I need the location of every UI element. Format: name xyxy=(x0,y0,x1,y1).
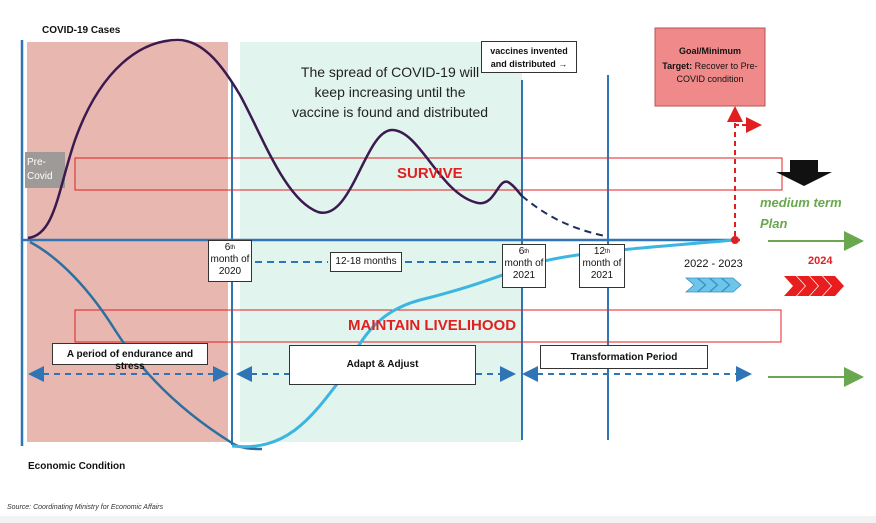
timeline-6th-2020-text: month of 2020 xyxy=(210,254,250,277)
phase-transformation: Transformation Period xyxy=(540,345,708,369)
timeline-6th-2021: 6th month of 2021 xyxy=(502,244,546,288)
vaccine-note: The spread of COVID-19 will keep increas… xyxy=(291,64,489,120)
timeline-12th-2021: 12th month of 2021 xyxy=(579,244,625,288)
covid-cases-projection xyxy=(521,195,606,237)
black-down-arrow xyxy=(776,160,832,186)
goal-point xyxy=(731,236,739,244)
y-axis-top-label: COVID-19 Cases xyxy=(42,25,121,36)
footer-strip xyxy=(0,516,876,523)
timeline-12th-2021-number: 12th xyxy=(593,246,611,257)
survive-label: SURVIVE xyxy=(397,165,463,182)
pre-covid-label: Pre-Covid xyxy=(27,157,53,182)
goal-target-bold: Target: xyxy=(662,61,693,71)
source-note: Source: Coordinating Ministry for Econom… xyxy=(7,504,164,511)
timeline-6th-2020: 6th month of 2020 xyxy=(208,240,252,282)
goal-box xyxy=(654,27,766,107)
goal-title: Goal/Minimum xyxy=(678,46,741,56)
timeline-6th-2021-number: 6th xyxy=(518,246,530,257)
medium-term-plan-label: medium term Plan xyxy=(760,195,842,231)
year-2022-2023: 2022 - 2023 xyxy=(684,258,743,270)
timeline-6th-2021-text: month of 2021 xyxy=(504,258,544,281)
maintain-label: MAINTAIN LIVELIHOOD xyxy=(348,317,517,334)
goal-target: Target: Recover to Pre-COVID condition xyxy=(660,60,760,86)
phase1-background xyxy=(27,42,228,442)
vaccines-box: vaccines invented and distributed → xyxy=(481,41,577,73)
timeline-6th-2020-number: 6th xyxy=(224,242,236,253)
y-axis-bottom-label: Economic Condition xyxy=(28,461,126,472)
covid-cases-curve xyxy=(27,38,523,240)
pre-covid-block xyxy=(25,152,65,188)
goal-target-text: Recover to Pre-COVID condition xyxy=(676,61,758,84)
chevrons-2022-2023 xyxy=(684,277,742,293)
year-2024: 2024 xyxy=(808,255,833,267)
timeline-12th-2021-text: month of 2021 xyxy=(582,258,622,281)
chevrons-2024 xyxy=(784,276,844,296)
duration-12-18-months: 12-18 months xyxy=(330,252,402,272)
phase-adapt-adjust: Adapt & Adjust xyxy=(289,345,476,385)
maintain-band xyxy=(74,309,782,343)
phase-endurance: A period of endurance and stress xyxy=(52,343,208,372)
